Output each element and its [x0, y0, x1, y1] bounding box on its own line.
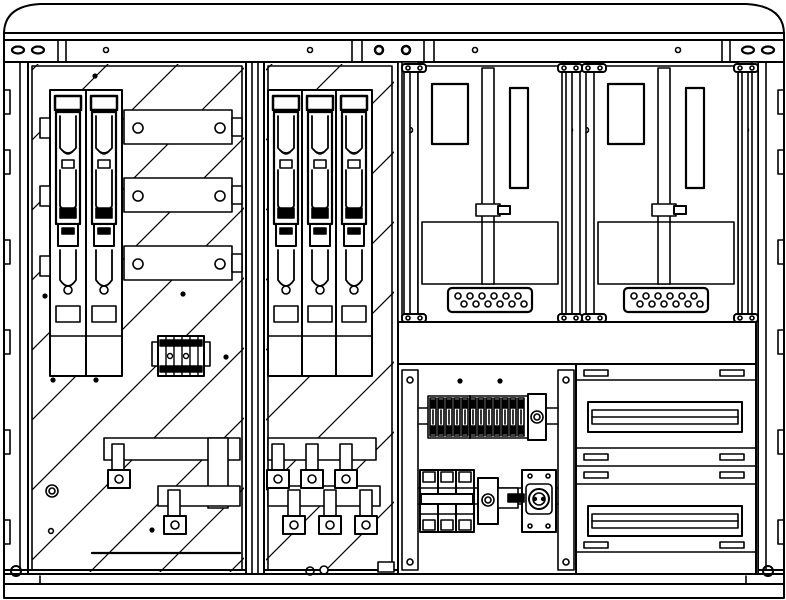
lower-right-section — [397, 363, 577, 575]
left-compartment — [27, 61, 247, 575]
side-notches — [3, 61, 785, 571]
center-compartment — [263, 61, 399, 575]
screws-left — [42, 73, 229, 535]
meter-section — [397, 61, 759, 575]
fuse-switches-center — [267, 89, 373, 377]
cable-lug-3 — [334, 443, 358, 489]
rail-clip-7 — [581, 313, 607, 323]
fuse-switch-center-2 — [301, 89, 339, 377]
meter-slot-2 — [579, 65, 750, 323]
breaker-3 — [455, 469, 475, 533]
rail-clip-4 — [733, 63, 759, 73]
fuse-switch-left-2 — [85, 89, 123, 377]
fuse-switch-left-1 — [49, 89, 87, 377]
din-rail-2 — [587, 505, 743, 537]
terminal-block-left — [151, 335, 211, 377]
busbars-left — [123, 109, 243, 281]
mounting-bracket — [39, 185, 51, 207]
din-rail-1 — [587, 401, 743, 433]
fuse-switches-left — [39, 89, 123, 377]
terminal-strip — [427, 395, 529, 439]
fuse-switch-center-3 — [335, 89, 373, 377]
cable-lug-5 — [318, 489, 342, 535]
top-rail-holes — [10, 44, 776, 56]
rail-clip-2 — [557, 63, 583, 73]
rail-clip-8 — [733, 313, 759, 323]
cable-lug-6 — [354, 489, 378, 535]
socket-outlet — [477, 469, 557, 533]
compartment-divider-1 — [245, 61, 265, 575]
cable-lug-4 — [282, 489, 306, 535]
fuse-switch-center-1 — [267, 89, 305, 377]
end-clamp — [527, 393, 547, 441]
cable-lug-1 — [266, 443, 290, 489]
din-rail-section — [575, 363, 757, 575]
cable-lug-2 — [300, 443, 324, 489]
rail-clip-1 — [401, 63, 427, 73]
rail-clip-3 — [581, 63, 607, 73]
neutral-bars-center — [266, 437, 381, 535]
meter-slot-1 — [403, 65, 574, 323]
rail-clip-6 — [557, 313, 583, 323]
rail-clip-5 — [401, 313, 427, 323]
mounting-bracket — [39, 255, 51, 277]
neutral-bars-left — [45, 437, 242, 555]
miniature-breakers — [419, 469, 475, 533]
mounting-bracket — [39, 117, 51, 139]
